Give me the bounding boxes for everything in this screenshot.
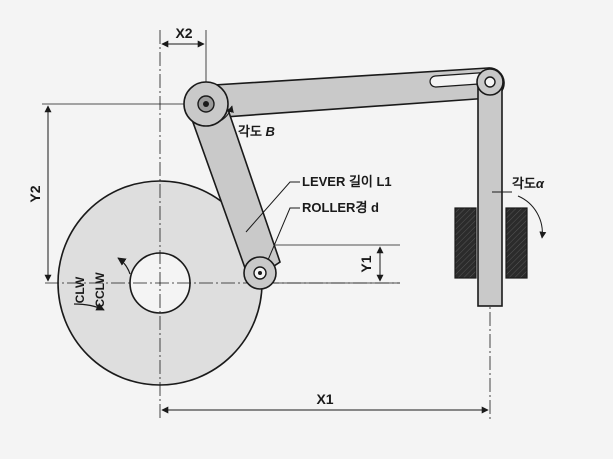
angle-marks [217,105,547,261]
x2-label: X2 [175,25,192,41]
angle-a-prefix: 각도 [512,176,536,191]
follower-rod [476,68,504,307]
dimension-lines [44,40,489,414]
cw-label: CLW [73,276,87,303]
pivot-boss [183,81,229,127]
ccw-label: CCLW [93,272,107,308]
upper-link [196,67,505,119]
cw-arrow [73,302,105,311]
angle-b-prefix: 각도 [238,124,262,139]
roller-diameter-label: ROLLER경 d [302,200,379,215]
y1-label: Y1 [358,255,374,272]
y2-label: Y2 [27,185,43,202]
angle-b-arc [217,105,234,123]
angle-b-label: 각도 B [238,124,275,139]
roller-leader [267,207,300,261]
roller [243,256,277,290]
lever-leader [245,181,300,233]
angle-a-arc [517,195,547,239]
ccw-arrow [117,257,131,275]
angle-b-symbol: B [266,124,275,139]
rotation-arrows [73,257,131,311]
guide-blocks [454,207,528,279]
angle-a-label: 각도α [512,176,545,191]
lever-length-label: LEVER 길이 L1 [302,174,392,189]
angle-a-symbol: α [536,176,545,191]
x1-label: X1 [316,391,333,407]
